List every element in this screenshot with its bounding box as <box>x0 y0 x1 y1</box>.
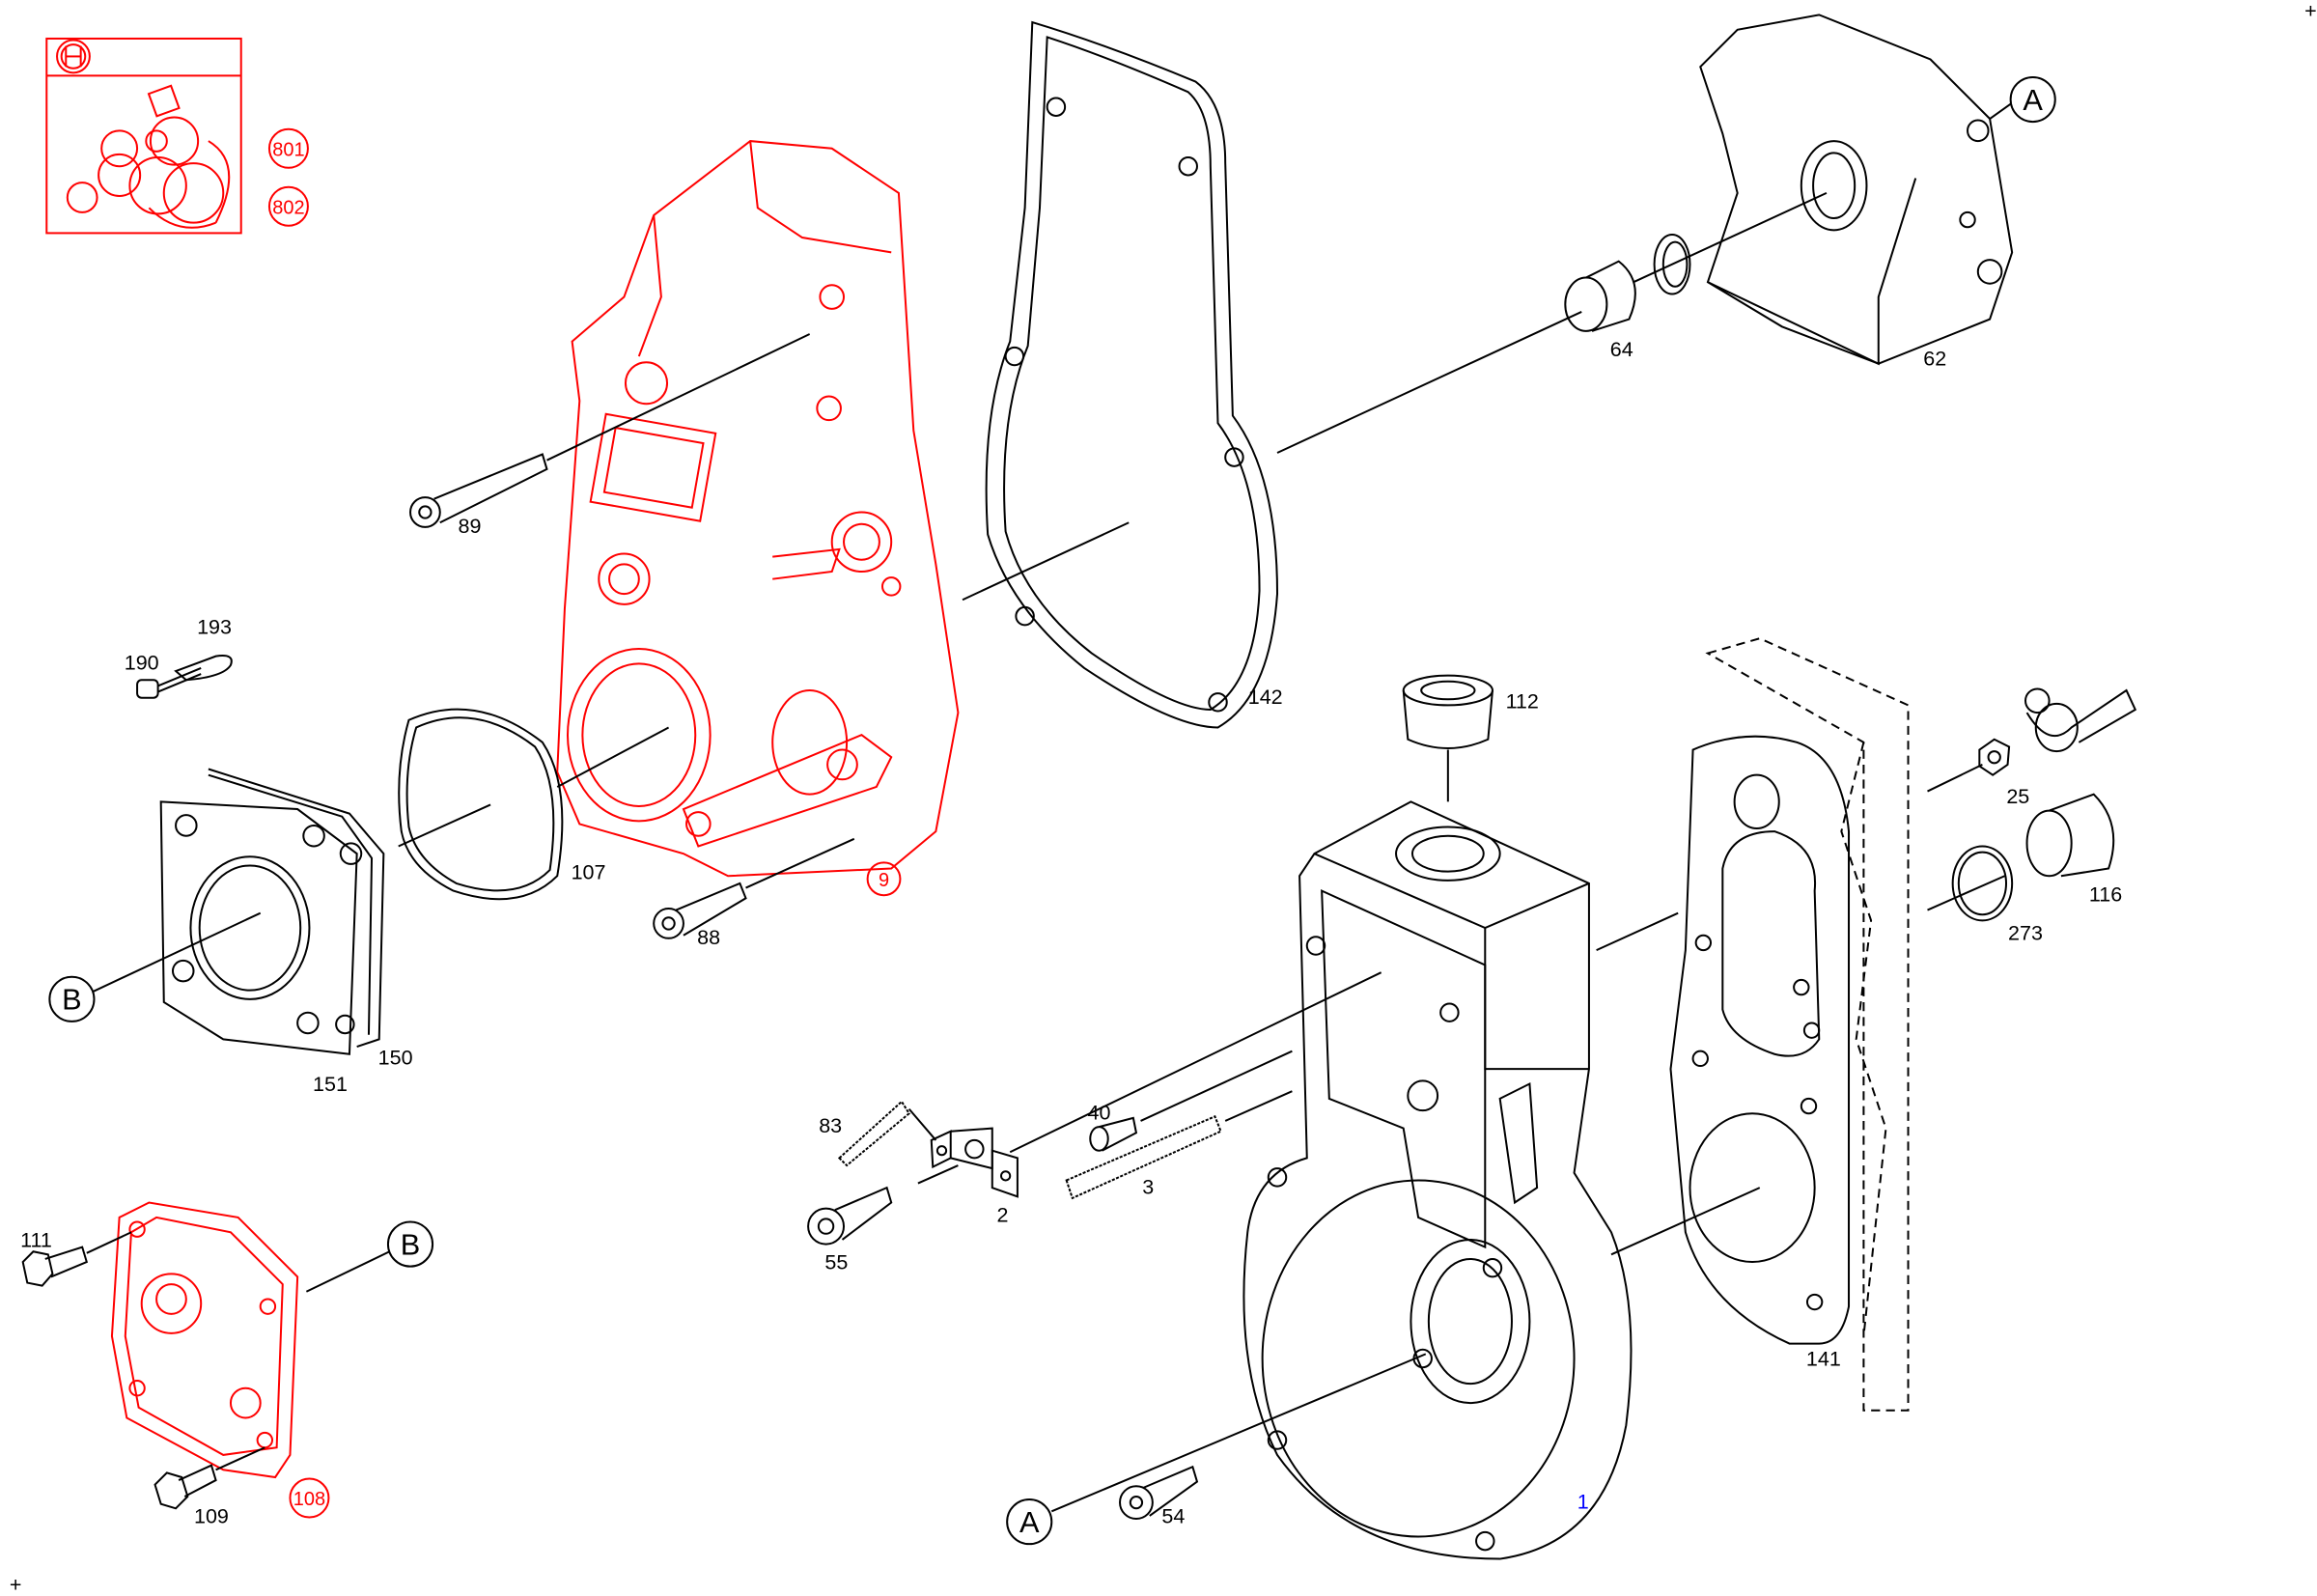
callout-88[interactable]: 88 <box>697 926 720 949</box>
callout-142[interactable]: 142 <box>1248 686 1283 709</box>
callout-64[interactable]: 64 <box>1610 338 1633 361</box>
callout-802[interactable]: 802 <box>267 185 309 227</box>
svg-text:801: 801 <box>272 139 304 160</box>
callout-112[interactable]: 112 <box>1506 689 1539 713</box>
ref-b-left[interactable]: B <box>48 975 96 1022</box>
clip-part-193[interactable] <box>174 655 233 682</box>
callout-54[interactable]: 54 <box>1161 1505 1185 1528</box>
nut-part-25[interactable] <box>1978 738 2011 776</box>
callout-141[interactable]: 141 <box>1806 1348 1841 1371</box>
ref-a-top[interactable]: A <box>2009 75 2056 124</box>
callout-83[interactable]: 83 <box>819 1114 842 1137</box>
callout-151[interactable]: 151 <box>313 1073 348 1096</box>
callout-109[interactable]: 109 <box>194 1505 229 1528</box>
svg-text:A: A <box>2023 83 2043 117</box>
callout-150[interactable]: 150 <box>378 1047 413 1070</box>
fitting-part[interactable] <box>2024 687 2137 753</box>
screw-part-55[interactable] <box>807 1164 959 1246</box>
nut-part-64[interactable] <box>1564 260 1636 332</box>
callout-55[interactable]: 55 <box>824 1251 848 1274</box>
gasket-part-150[interactable] <box>208 768 385 1049</box>
ref-b-bottom[interactable]: B <box>386 1220 434 1268</box>
callout-107[interactable]: 107 <box>572 860 606 883</box>
gasket-part-107[interactable] <box>398 708 670 901</box>
corner-mark: + <box>2304 0 2317 22</box>
sleeve-part-116[interactable] <box>2025 793 2115 878</box>
callout-89[interactable]: 89 <box>459 515 482 538</box>
svg-text:9: 9 <box>879 870 889 891</box>
governor-housing-part-9[interactable] <box>556 140 960 878</box>
seal-kit-box[interactable] <box>45 37 242 235</box>
svg-text:B: B <box>62 983 82 1017</box>
svg-text:A: A <box>1019 1505 1040 1539</box>
gasket-part-141[interactable] <box>1669 735 1851 1345</box>
callout-108[interactable]: 108 <box>289 1477 330 1519</box>
callout-3[interactable]: 3 <box>1142 1175 1154 1198</box>
plug-part-112[interactable] <box>1402 674 1493 802</box>
bolt-part-111[interactable] <box>21 1231 132 1287</box>
spring-part-83[interactable] <box>837 1100 910 1167</box>
screw-part-54[interactable] <box>1119 1465 1199 1521</box>
screw-part-88[interactable] <box>653 837 855 939</box>
ref-a-bottom[interactable]: A <box>1006 1498 1053 1546</box>
bosch-logo-icon <box>56 39 91 74</box>
seal-ring-part-273[interactable] <box>1951 845 2014 922</box>
pin-part-190[interactable] <box>136 667 202 699</box>
callout-116[interactable]: 116 <box>2089 882 2122 906</box>
callout-40[interactable]: 40 <box>1088 1101 1111 1124</box>
callout-193[interactable]: 193 <box>197 616 232 639</box>
bracket-part-2[interactable] <box>907 971 1382 1198</box>
corner-mark: + <box>10 1573 22 1596</box>
callout-9[interactable]: 9 <box>866 861 902 897</box>
callout-801[interactable]: 801 <box>267 127 309 169</box>
callout-62[interactable]: 62 <box>1923 347 1946 370</box>
screw-part-89[interactable] <box>409 333 811 528</box>
pump-housing-part-1[interactable] <box>1242 800 1761 1560</box>
svg-text:802: 802 <box>272 197 304 218</box>
pin-part-40[interactable] <box>1089 1050 1293 1152</box>
cover-part-108[interactable] <box>110 1201 299 1479</box>
adjacent-part-outline <box>1705 637 1910 1412</box>
ring-part[interactable] <box>1653 233 1691 295</box>
callout-190[interactable]: 190 <box>125 651 159 674</box>
callout-25[interactable]: 25 <box>2006 785 2029 808</box>
gasket-part-142[interactable] <box>962 20 1279 729</box>
stud-part-3[interactable] <box>1065 1090 1293 1200</box>
svg-text:108: 108 <box>293 1489 325 1510</box>
flange-part-62[interactable] <box>1699 14 2014 366</box>
svg-text:B: B <box>401 1227 421 1261</box>
flange-part-151[interactable] <box>159 800 358 1055</box>
bolt-part-109[interactable] <box>154 1446 265 1510</box>
callout-2[interactable]: 2 <box>997 1204 1009 1227</box>
callout-111[interactable]: 111 <box>20 1229 52 1252</box>
callout-1[interactable]: 1 <box>1577 1490 1589 1513</box>
callout-273[interactable]: 273 <box>2008 921 2043 944</box>
